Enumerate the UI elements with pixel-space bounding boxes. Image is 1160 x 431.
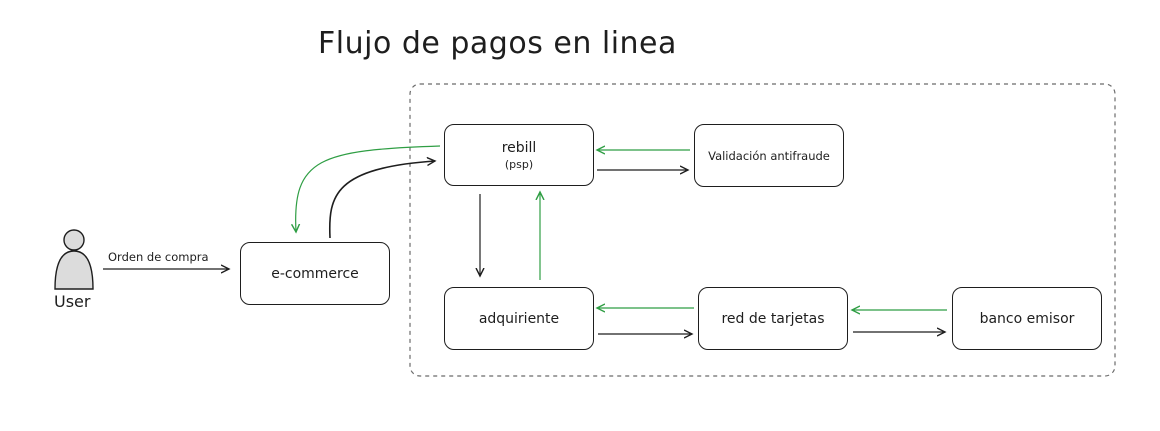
node-rebill-label: rebill	[501, 139, 537, 156]
node-antifraude-label: Validación antifraude	[708, 148, 830, 163]
node-antifraude[interactable]: Validación antifraude	[694, 124, 844, 187]
node-red-de-tarjetas[interactable]: red de tarjetas	[698, 287, 848, 350]
arrow-rebill-to-ecommerce	[296, 145, 441, 232]
node-red-label: red de tarjetas	[721, 310, 825, 327]
psp-boundary	[409, 83, 1116, 377]
diagram-title: Flujo de pagos en linea	[318, 26, 677, 61]
arrow-ecommerce-to-rebill	[328, 161, 435, 239]
user-icon	[54, 229, 94, 290]
order-edge-label: Orden de compra	[108, 250, 209, 264]
node-ecommerce[interactable]: e-commerce	[240, 242, 390, 305]
node-adquiriente-label: adquiriente	[478, 310, 560, 327]
node-ecommerce-label: e-commerce	[271, 265, 359, 282]
node-rebill-sublabel: (psp)	[504, 157, 534, 171]
user-label: User	[54, 292, 91, 311]
node-banco-emisor[interactable]: banco emisor	[952, 287, 1102, 350]
node-rebill[interactable]: rebill (psp)	[444, 124, 594, 186]
node-banco-label: banco emisor	[979, 310, 1075, 327]
node-adquiriente[interactable]: adquiriente	[444, 287, 594, 350]
